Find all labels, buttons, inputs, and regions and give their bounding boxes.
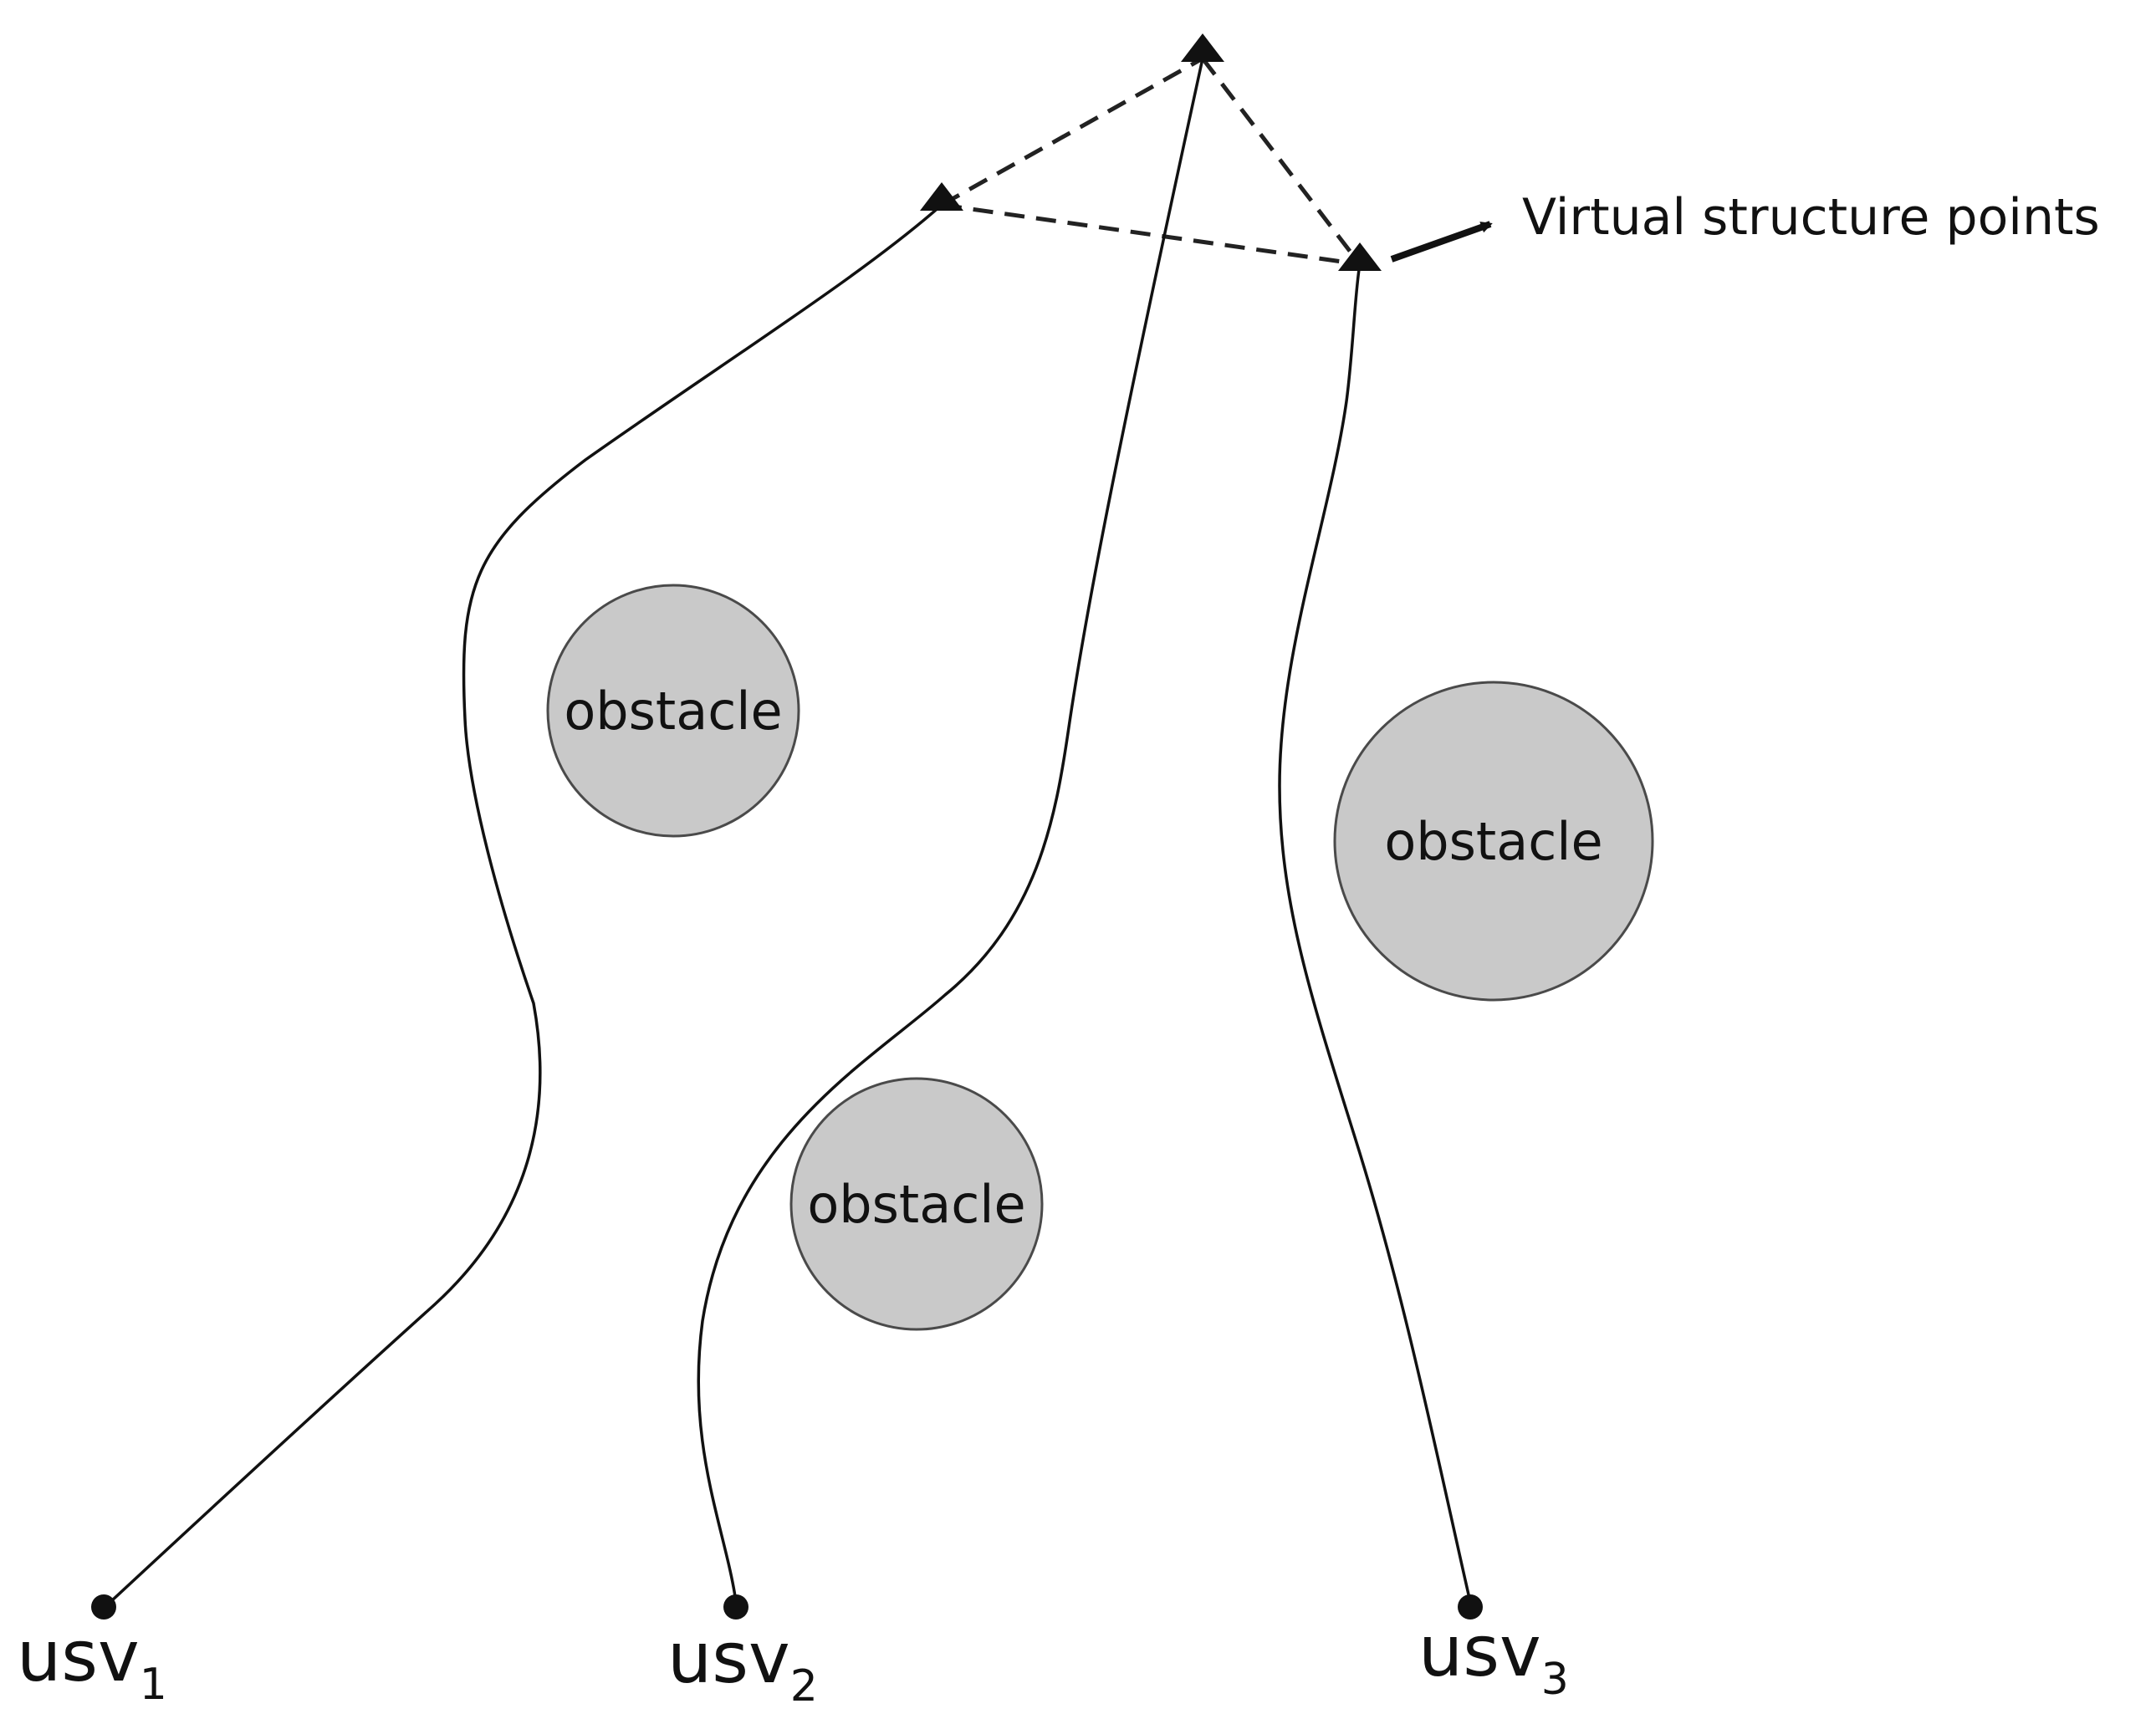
usv-label: usv2 [667, 1617, 818, 1711]
obstacle-label: obstacle [564, 681, 782, 742]
virtual-point-top [1181, 33, 1224, 62]
obstacle-3: obstacle [1333, 681, 1654, 1002]
virtual-point-right [1338, 242, 1382, 271]
dashed-edge-top-right [1201, 57, 1362, 266]
annotation-label: Virtual structure points [1522, 188, 2100, 247]
obstacle-1: obstacle [546, 584, 800, 838]
obstacle-label: obstacle [807, 1174, 1025, 1235]
usv-start-point [723, 1594, 748, 1620]
obstacle-label: obstacle [1384, 811, 1602, 872]
usv-label: usv3 [1418, 1610, 1569, 1705]
usv-trajectories [109, 57, 1472, 1604]
trajectory-usv-1 [109, 203, 943, 1604]
trajectory-usv-3 [1278, 263, 1472, 1604]
virtual-structure-points [920, 33, 1382, 271]
trajectory-usv-2 [697, 57, 1204, 1604]
usv-2: usv2 [667, 1594, 818, 1711]
virtual-structure-annotation: Virtual structure points [1390, 188, 2100, 263]
virtual-point-left [920, 182, 963, 211]
usv-label: usv1 [17, 1615, 167, 1710]
dashed-edge-left-top [940, 56, 1204, 207]
virtual-structure-triangle [940, 56, 1362, 267]
obstacle-circle [546, 584, 800, 838]
dashed-edge-left-right [941, 202, 1361, 267]
obstacle-2: obstacle [789, 1077, 1044, 1331]
usv-start-point [91, 1594, 116, 1620]
usv-1: usv1 [17, 1594, 167, 1710]
obstacle-circle [1333, 681, 1654, 1002]
usv-start-point [1458, 1594, 1483, 1620]
obstacle-circle [789, 1077, 1044, 1331]
annotation-arrow-icon [1390, 221, 1493, 263]
usv-3: usv3 [1418, 1594, 1569, 1705]
